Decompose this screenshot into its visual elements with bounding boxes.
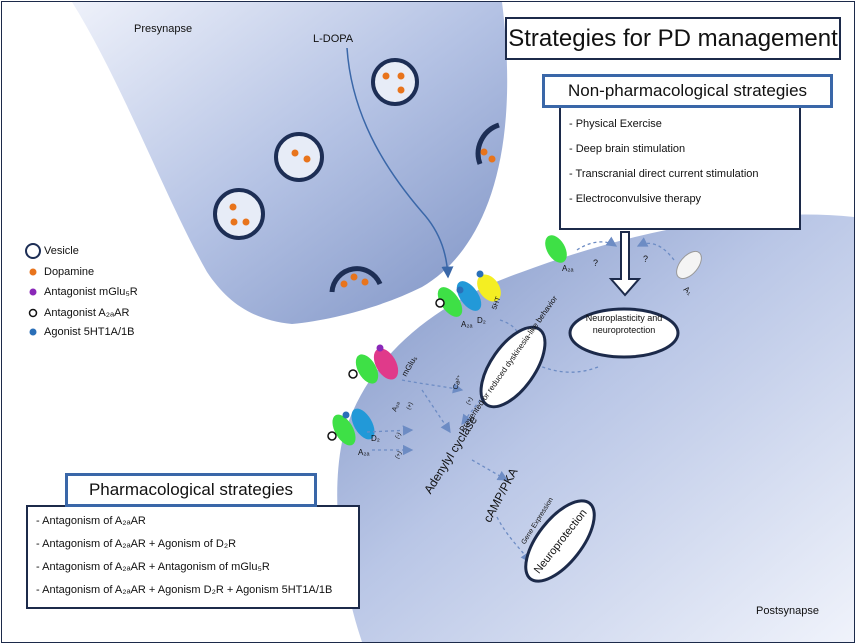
d2-label: D₂ <box>371 434 380 443</box>
plus-label: (+) <box>395 451 404 460</box>
pharmacological-title: Pharmacological strategies <box>65 473 317 507</box>
question-label: ? <box>593 258 599 268</box>
legend-label-vesicle: Vesicle <box>44 245 79 257</box>
a2a-label: A₂ₐ <box>562 264 574 273</box>
signal-arrow <box>461 399 481 426</box>
legend-label-5ht-agonist: Agonist 5HT1A/1B <box>44 326 135 338</box>
minus-label: (-) <box>395 432 403 440</box>
signal-arrow <box>421 389 451 434</box>
a2a-d2-receptor-complex <box>327 408 375 446</box>
d2-label: D₂ <box>477 316 486 325</box>
vesicle <box>213 188 265 240</box>
list-item: - Electroconvulsive therapy <box>569 193 702 205</box>
non-pharmacological-title: Non-pharmacological strategies <box>542 74 833 108</box>
neuroplasticity-oval <box>568 307 680 359</box>
dyskinesia-oval <box>479 325 547 409</box>
a2a-mglu5-receptor-complex <box>348 344 399 384</box>
postsynapse-label: Postsynapse <box>756 605 819 617</box>
postsynapse-cell <box>337 214 854 642</box>
signal-arrow <box>401 379 464 394</box>
pharmacological-list: - Antagonism of A₂ₐAR - Antagonism of A₂… <box>26 505 360 609</box>
list-item: - Antagonism of A₂ₐAR + Agonism of D₂R <box>36 538 237 550</box>
a1-receptor <box>676 250 702 280</box>
signal-arrow <box>576 236 618 251</box>
list-item: - Antagonism of A₂ₐAR + Agonism D₂R + Ag… <box>36 584 333 596</box>
fusing-vesicle <box>475 122 500 165</box>
legend-label-mglu5-antagonist: Antagonist mGlu₅R <box>44 286 138 298</box>
ca-label: Ca²⁺ <box>452 374 464 391</box>
list-item: - Deep brain stimulation <box>569 143 686 155</box>
5ht-label: 5HT <box>491 295 502 311</box>
vesicle <box>371 58 419 106</box>
a2a-antagonist-ring <box>28 308 38 318</box>
list-item: - Antagonism of A₂ₐAR <box>36 515 146 527</box>
mglu5-antagonist-dot <box>29 288 37 296</box>
signal-arrow <box>366 425 414 436</box>
l-dopa-arrow <box>346 47 454 279</box>
question-label: ? <box>643 254 649 264</box>
dopamine-dot <box>29 268 37 276</box>
neuroplasticity-text: Neuroplasticity and neuroprotection <box>585 313 663 335</box>
list-item: - Transcranial direct current stimulatio… <box>569 168 759 180</box>
neuroprotection-oval <box>524 499 596 583</box>
a2a-receptor <box>545 235 567 263</box>
5ht-agonist-dot <box>29 328 37 336</box>
signal-arrow <box>471 459 509 481</box>
plus-label: (+) <box>406 402 414 411</box>
presynapse-label: Presynapse <box>134 23 193 35</box>
strategy-effect-arrow <box>608 231 642 297</box>
signal-arrow <box>520 356 599 373</box>
list-item: - Antagonism of A₂ₐAR + Antagonism of mG… <box>36 561 270 573</box>
a2a-label: A₂ₐ <box>358 448 370 457</box>
non-pharmacological-list: - Physical Exercise - Deep brain stimula… <box>559 106 801 230</box>
a2a-d2-5ht-receptor-complex <box>435 270 501 317</box>
vesicle <box>274 132 324 182</box>
page-title: Strategies for PD management <box>505 17 841 60</box>
a2a-label: A₂ₐ <box>461 320 473 329</box>
vesicle-icon <box>25 243 41 259</box>
fusing-vesicle <box>329 266 383 293</box>
signal-arrow <box>496 516 531 564</box>
list-item: - Physical Exercise <box>569 118 662 130</box>
plus-label: (+) <box>466 397 475 406</box>
legend-label-dopamine: Dopamine <box>44 266 95 278</box>
a2a-label: A₂ₐ <box>391 401 401 413</box>
legend-label-a2a-antagonist: Antagonist A₂ₐAR <box>44 307 130 319</box>
l-dopa-label: L-DOPA <box>313 33 354 45</box>
